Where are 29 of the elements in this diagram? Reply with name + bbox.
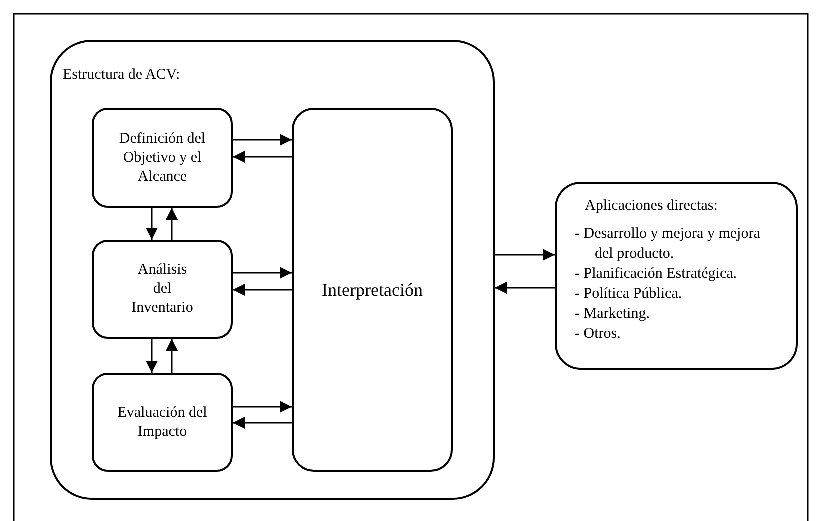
- arrow: [495, 282, 555, 294]
- box-label: Interpretación: [322, 279, 423, 301]
- arrow: [166, 339, 178, 373]
- arrow: [233, 134, 292, 146]
- box-heading: Aplicaciones directas:: [585, 197, 719, 216]
- list-item: - Política Pública.: [575, 285, 684, 304]
- list-item: - Marketing.: [575, 305, 651, 324]
- process-box: [92, 240, 233, 339]
- arrow: [166, 208, 178, 240]
- arrow: [146, 208, 158, 240]
- box-label: Evaluación del Impacto: [116, 404, 208, 442]
- box-label: Definición del Objetivo y el Alcance: [118, 130, 207, 186]
- list-item: - Desarrollo y mejora y mejora del producto.: [575, 225, 762, 264]
- arrow: [233, 417, 292, 429]
- application-box: [555, 182, 798, 370]
- box-label: Análisis del Inventario: [130, 261, 194, 318]
- arrow: [495, 249, 555, 261]
- list-item: - Otros.: [575, 325, 622, 344]
- panel-heading: Estructura de ACV:: [63, 66, 180, 84]
- arrow: [233, 401, 292, 413]
- arrow: [233, 267, 292, 279]
- process-box: [292, 108, 453, 472]
- list-item: - Planificación Estratégica.: [575, 265, 738, 284]
- arrow: [233, 151, 292, 163]
- process-box: [92, 373, 233, 472]
- arrow: [233, 284, 292, 296]
- process-box: [92, 108, 233, 208]
- framework-panel: [50, 40, 495, 500]
- arrow: [146, 339, 158, 373]
